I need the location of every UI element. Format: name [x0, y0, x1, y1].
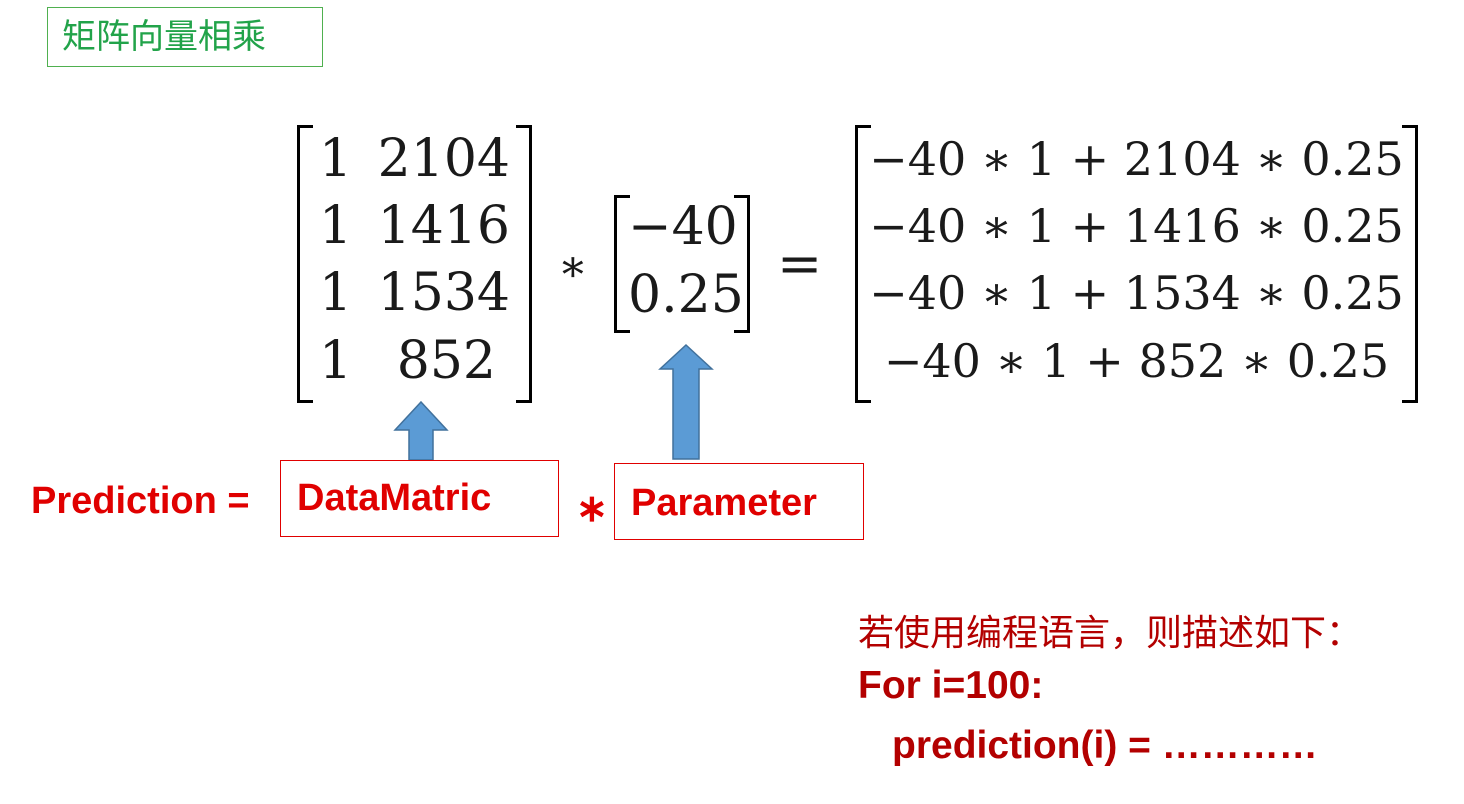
matrix-cell: 1 — [319, 331, 353, 391]
matrix-row: 1 2104 — [297, 129, 532, 189]
data-matrix: 1 2104 1 1416 1 1534 1 852 — [297, 125, 532, 403]
matrix-row: 1 852 — [297, 331, 532, 391]
result-cell: −40 ∗ 1 + 852 ∗ 0.25 — [883, 334, 1390, 388]
vector-cell: 0.25 — [628, 265, 744, 325]
matrix-cell: 1 — [319, 263, 353, 323]
right-bracket — [734, 195, 750, 333]
parameter-label: Parameter — [631, 482, 817, 524]
result-row: −40 ∗ 1 + 852 ∗ 0.25 — [869, 331, 1404, 391]
parameter-vector: −40 0.25 — [614, 195, 750, 333]
slide-title: 矩阵向量相乘 — [47, 7, 323, 67]
result-row: −40 ∗ 1 + 1534 ∗ 0.25 — [869, 263, 1404, 323]
vector-cell: −40 — [628, 197, 738, 257]
programming-note: 若使用编程语言，则描述如下： — [858, 613, 1363, 654]
left-bracket — [297, 125, 313, 403]
result-cell: −40 ∗ 1 + 2104 ∗ 0.25 — [869, 132, 1404, 186]
matrix-cell: 852 — [396, 331, 496, 391]
prediction-label: Prediction = — [31, 480, 250, 522]
left-bracket — [855, 125, 871, 403]
right-bracket — [1402, 125, 1418, 403]
vector-row: −40 — [628, 197, 738, 257]
result-cell: −40 ∗ 1 + 1534 ∗ 0.25 — [869, 266, 1404, 320]
result-row: −40 ∗ 1 + 2104 ∗ 0.25 — [869, 129, 1404, 189]
parameter-box: Parameter — [614, 463, 864, 540]
data-matrix-label: DataMatric — [297, 477, 492, 519]
result-vector: −40 ∗ 1 + 2104 ∗ 0.25 −40 ∗ 1 + 1416 ∗ 0… — [855, 125, 1418, 403]
matrix-cell: 1416 — [377, 196, 510, 256]
left-bracket — [614, 195, 630, 333]
vector-row: 0.25 — [628, 265, 744, 325]
right-bracket — [516, 125, 532, 403]
body-line: prediction(i) = ………… — [892, 724, 1318, 767]
matrix-cell: 1 — [319, 196, 353, 256]
result-cell: −40 ∗ 1 + 1416 ∗ 0.25 — [869, 199, 1404, 253]
matrix-row: 1 1534 — [297, 263, 532, 323]
matrix-cell: 1 — [319, 129, 353, 189]
loop-line: For i=100: — [858, 664, 1044, 707]
matrix-row: 1 1416 — [297, 196, 532, 256]
data-matrix-box: DataMatric — [280, 460, 559, 537]
result-row: −40 ∗ 1 + 1416 ∗ 0.25 — [869, 196, 1404, 256]
multiply-label: ∗ — [576, 488, 608, 530]
matrix-cell: 2104 — [377, 129, 510, 189]
multiply-symbol: ∗ — [558, 241, 588, 292]
matrix-cell: 1534 — [377, 263, 510, 323]
equals-symbol: = — [777, 232, 823, 295]
